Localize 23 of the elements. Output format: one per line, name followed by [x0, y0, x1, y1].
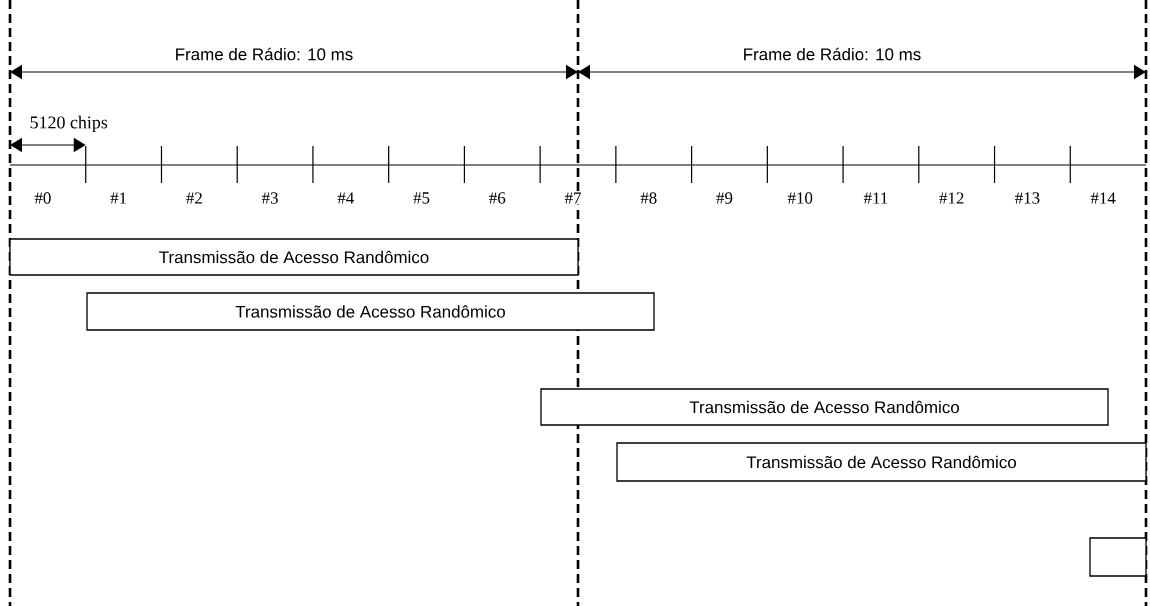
dimension-label: Frame de Rádio: 10 ms — [176, 47, 353, 61]
slot-number: #12 — [937, 191, 966, 205]
transmission-box: Transmissão de Acesso Randômico — [86, 292, 655, 331]
slot-number: #14 — [1089, 191, 1117, 205]
slot-number: #3 — [260, 191, 280, 205]
slot-number: #6 — [487, 191, 507, 205]
slot-number: #2 — [184, 191, 204, 205]
box — [1089, 537, 1147, 577]
dimension-label: 5120 chips — [30, 115, 108, 133]
slot-number: #0 — [33, 191, 53, 205]
slot-number: #8 — [639, 191, 659, 205]
slot-number: #5 — [412, 191, 431, 205]
transmission-box: Transmissão de Acesso Randômico — [616, 442, 1147, 482]
slot-number: #11 — [862, 191, 890, 205]
slot-number: #9 — [715, 191, 734, 205]
transmission-box: Transmissão de Acesso Randômico — [540, 388, 1109, 426]
dimension-label: Frame de Rádio: 10 ms — [744, 47, 921, 61]
slot-number: #4 — [336, 191, 356, 205]
slot-number: #13 — [1013, 191, 1042, 205]
transmission-box: Transmissão de Acesso Randômico — [9, 238, 579, 276]
slot-number: #10 — [786, 191, 814, 205]
slot-number: #1 — [109, 191, 129, 205]
slot-number: #7 — [563, 191, 583, 205]
